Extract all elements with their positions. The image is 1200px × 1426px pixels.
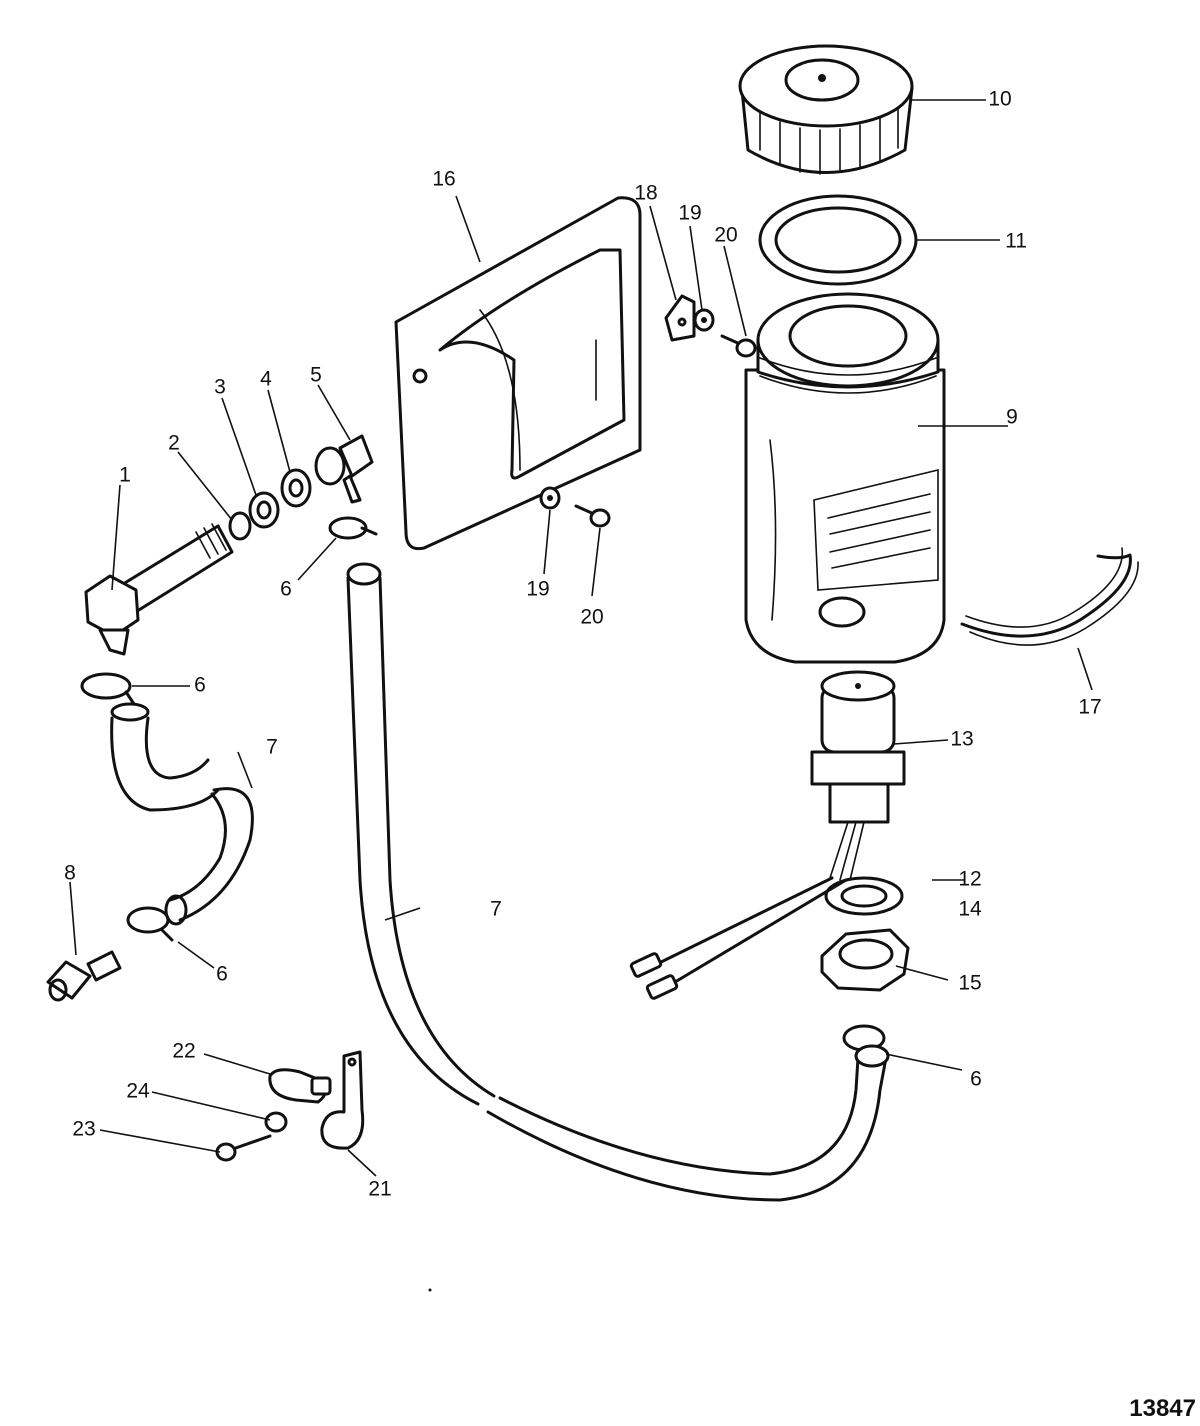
hose-spring-guard bbox=[960, 547, 1139, 646]
callout-19-lower: 19 bbox=[526, 578, 549, 601]
barbed-fitting bbox=[46, 950, 122, 1002]
p-clamp bbox=[320, 1050, 365, 1150]
hose-clamp-top bbox=[328, 516, 378, 540]
callout-7-formed-hose: 7 bbox=[266, 736, 278, 759]
callout-16: 16 bbox=[432, 168, 455, 191]
reservoir-mounting-bracket bbox=[394, 196, 642, 551]
fitting-nut bbox=[280, 468, 312, 508]
callout-12: 12 bbox=[958, 868, 981, 891]
washer-lower bbox=[539, 486, 561, 510]
small-washer bbox=[228, 511, 252, 541]
callout-11: 11 bbox=[1005, 230, 1027, 253]
return-hose bbox=[346, 562, 890, 1202]
callout-5: 5 bbox=[310, 364, 322, 387]
screw-upper bbox=[720, 334, 757, 358]
callout-6-left-lower: 6 bbox=[216, 963, 228, 986]
fluid-reservoir-bottle bbox=[744, 292, 946, 664]
hex-nut bbox=[820, 928, 910, 992]
screw-lower bbox=[574, 504, 611, 528]
figure-number: 13847 bbox=[1129, 1395, 1196, 1422]
bracket-clip-upper bbox=[664, 294, 696, 342]
sealing-washer bbox=[248, 491, 280, 529]
callout-7-return-hose: 7 bbox=[490, 898, 502, 921]
hose-clamp-left-upper bbox=[80, 672, 136, 706]
elbow-fitting bbox=[314, 434, 374, 504]
flat-washer bbox=[264, 1111, 288, 1133]
callout-6-top: 6 bbox=[280, 578, 292, 601]
callout-14: 14 bbox=[958, 898, 982, 921]
formed-hose bbox=[110, 702, 254, 926]
callout-21: 21 bbox=[368, 1178, 391, 1201]
callout-9: 9 bbox=[1006, 406, 1018, 429]
hose-clamp-left-lower bbox=[126, 906, 174, 942]
cap-gasket bbox=[758, 194, 918, 286]
callout-20-upper: 20 bbox=[714, 224, 737, 247]
callout-24: 24 bbox=[126, 1080, 150, 1103]
callout-20-lower: 20 bbox=[580, 606, 603, 629]
callout-18: 18 bbox=[634, 182, 657, 205]
callout-4: 4 bbox=[260, 368, 272, 391]
fluid-level-sensor bbox=[810, 670, 906, 881]
cable-clip bbox=[268, 1068, 332, 1104]
callout-6-right: 6 bbox=[970, 1068, 982, 1091]
callout-19-upper: 19 bbox=[678, 202, 701, 225]
callout-10: 10 bbox=[988, 88, 1011, 111]
callout-2: 2 bbox=[168, 432, 180, 455]
callout-17: 17 bbox=[1078, 696, 1101, 719]
reservoir-cap bbox=[738, 44, 914, 175]
callout-6-left-upper: 6 bbox=[194, 674, 206, 697]
leader-lines bbox=[69, 99, 1093, 1177]
callout-23: 23 bbox=[72, 1118, 95, 1141]
callout-8: 8 bbox=[64, 862, 76, 885]
callout-3: 3 bbox=[214, 376, 226, 399]
sensor-wires bbox=[629, 876, 848, 1000]
sensor-washer bbox=[824, 876, 904, 916]
callout-labels: 1 2 3 4 5 6 6 6 6 7 7 8 9 10 11 12 13 14… bbox=[64, 88, 1102, 1201]
speck bbox=[428, 1288, 432, 1292]
callout-15: 15 bbox=[958, 972, 981, 995]
washer-upper bbox=[693, 308, 715, 332]
callout-13: 13 bbox=[950, 728, 973, 751]
callout-1: 1 bbox=[119, 464, 131, 487]
elbow-bolt-fitting bbox=[84, 523, 234, 656]
callout-22: 22 bbox=[172, 1040, 195, 1063]
mounting-screw bbox=[215, 1134, 272, 1162]
